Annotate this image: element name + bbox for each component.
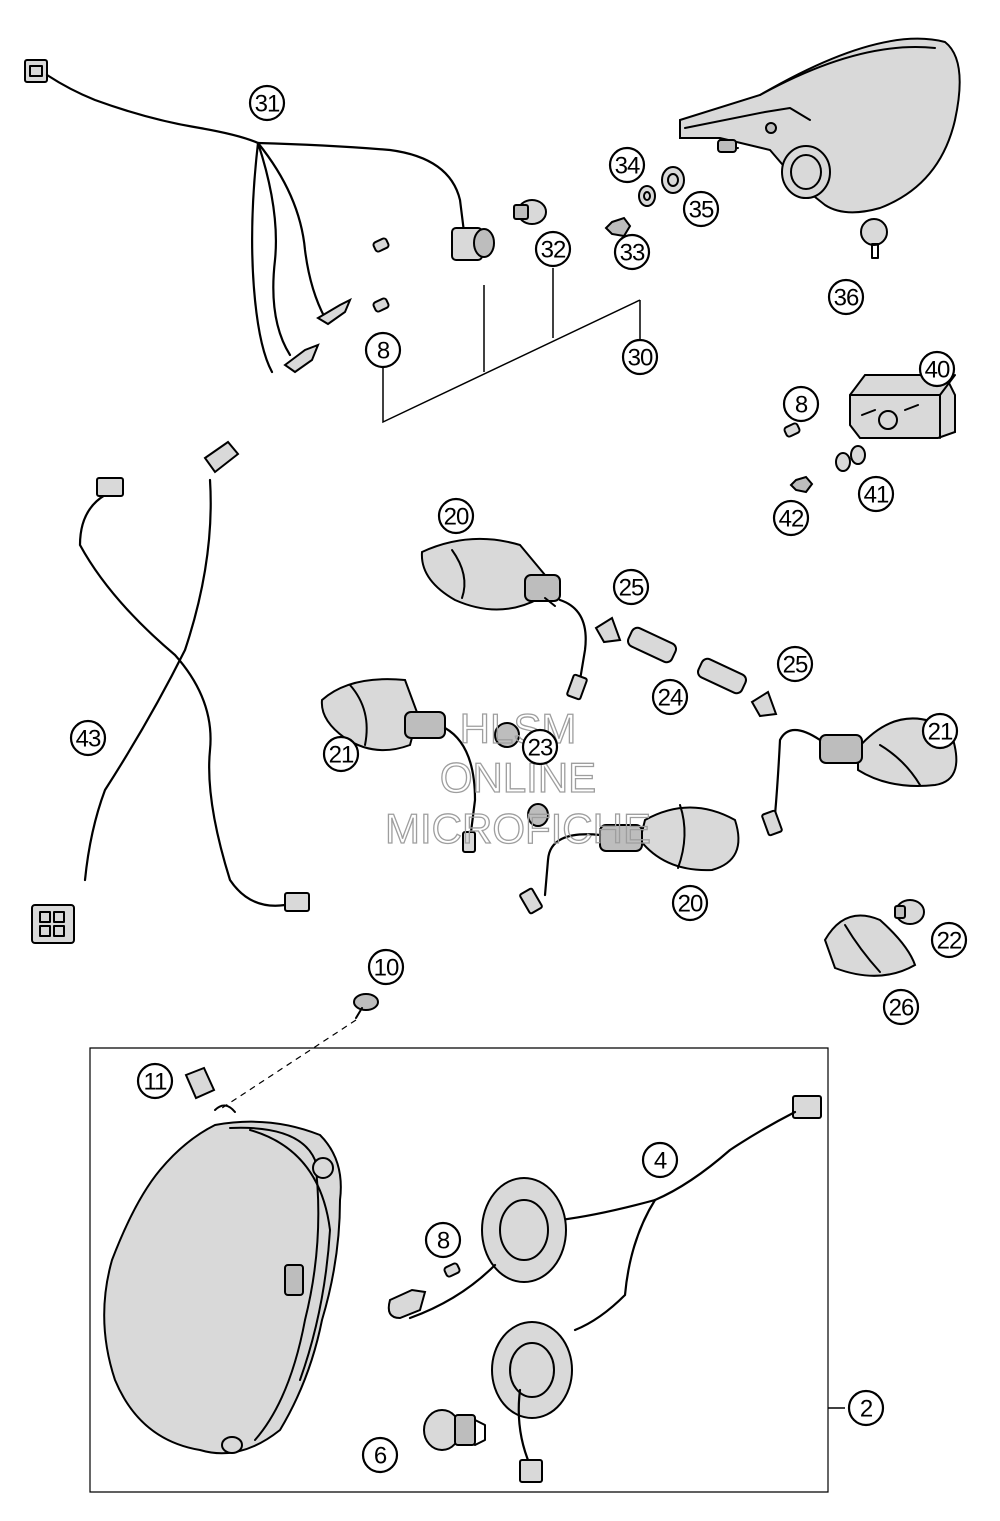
svg-text:24: 24	[658, 685, 683, 712]
license-plate-light	[849, 374, 956, 439]
callout-34: 34	[608, 146, 646, 184]
svg-text:8: 8	[795, 392, 808, 419]
callout-36: 36	[827, 278, 865, 316]
watermark-line2: ONLINE	[440, 754, 596, 801]
callout-26: 26	[882, 988, 920, 1026]
bulb-8-parking	[387, 1262, 461, 1320]
svg-text:23: 23	[528, 735, 553, 762]
callout-25-lower: 25	[776, 645, 814, 683]
small-bulbs-top	[283, 237, 390, 374]
clip-11	[184, 1066, 216, 1100]
turn-signal-20-lower	[519, 804, 740, 915]
group-30-leaders	[382, 268, 641, 424]
svg-text:30: 30	[628, 345, 653, 372]
spacer-24	[626, 626, 748, 695]
svg-text:33: 33	[620, 240, 645, 267]
callout-32: 32	[534, 230, 572, 268]
callout-2: 2	[847, 1389, 885, 1427]
callout-6: 6	[361, 1436, 399, 1474]
svg-text:20: 20	[678, 891, 703, 918]
svg-text:35: 35	[689, 197, 714, 224]
callout-10: 10	[367, 948, 405, 986]
callout-35: 35	[682, 190, 720, 228]
svg-text:20: 20	[444, 504, 469, 531]
plate-25	[594, 616, 778, 718]
headlight-bulb-6	[423, 1409, 486, 1451]
callout-25-upper: 25	[612, 568, 650, 606]
bulb-22	[894, 899, 925, 925]
nut-23	[494, 722, 549, 827]
callout-8-plate: 8	[782, 385, 820, 423]
callout-30: 30	[621, 338, 659, 376]
svg-text:41: 41	[864, 482, 889, 509]
callout-20-lower: 20	[671, 884, 709, 922]
bulb-8-plate	[783, 422, 801, 438]
svg-text:10: 10	[374, 955, 399, 982]
tail-light-housing	[679, 37, 961, 214]
watermark-line3: MICROFICHE	[385, 805, 651, 852]
svg-text:42: 42	[779, 506, 804, 533]
washer-34	[638, 185, 656, 207]
svg-text:6: 6	[374, 1443, 387, 1470]
callout-33: 33	[613, 233, 651, 271]
tail-light-wiring-harness	[24, 59, 495, 374]
turn-signal-harness-43	[31, 440, 310, 944]
svg-text:8: 8	[437, 1228, 450, 1255]
callout-41: 41	[857, 475, 895, 513]
callout-21-left: 21	[322, 735, 360, 773]
svg-text:8: 8	[377, 338, 390, 365]
turn-signal-21-left	[320, 678, 477, 853]
watermark: HLSM ONLINE MICROFICHE	[384, 704, 651, 852]
headlight-wiring-4	[408, 1095, 822, 1483]
callout-8-top: 8	[364, 331, 402, 369]
svg-text:26: 26	[889, 995, 914, 1022]
callout-21-right: 21	[921, 712, 959, 750]
washers-41	[835, 445, 866, 472]
callout-42: 42	[772, 499, 810, 537]
svg-text:31: 31	[255, 91, 280, 118]
turn-signal-20-upper	[420, 537, 588, 701]
svg-text:2: 2	[860, 1396, 873, 1423]
callout-31: 31	[248, 84, 286, 122]
tail-light-stud	[717, 139, 737, 153]
svg-text:34: 34	[615, 153, 640, 180]
svg-text:32: 32	[541, 237, 566, 264]
svg-text:4: 4	[654, 1148, 667, 1175]
callout-24: 24	[651, 678, 689, 716]
watermark-line1: HLSM	[460, 705, 577, 752]
callout-20-upper: 20	[437, 497, 475, 535]
callout-40: 40	[918, 350, 956, 388]
svg-text:43: 43	[76, 726, 101, 753]
callout-43: 43	[69, 719, 107, 757]
svg-text:25: 25	[783, 652, 808, 679]
headlight-group-frame	[89, 1047, 845, 1493]
svg-text:21: 21	[928, 719, 953, 746]
screw-10	[353, 993, 379, 1019]
callout-23: 23	[521, 728, 559, 766]
nut-42	[789, 475, 814, 494]
callout-8-head: 8	[424, 1221, 462, 1259]
brake-light-bulb	[513, 199, 547, 225]
svg-text:25: 25	[619, 575, 644, 602]
callout-11: 11	[136, 1062, 174, 1100]
lens-26	[823, 914, 917, 977]
screw-line	[221, 1019, 357, 1109]
grommet-35	[661, 166, 685, 194]
nut-33	[604, 216, 632, 238]
cap-36	[860, 218, 888, 259]
callout-22: 22	[930, 921, 968, 959]
svg-text:22: 22	[937, 928, 962, 955]
svg-text:40: 40	[925, 357, 950, 384]
svg-text:21: 21	[329, 742, 354, 769]
svg-text:36: 36	[834, 285, 859, 312]
headlight-housing	[103, 1104, 342, 1455]
callout-4: 4	[641, 1141, 679, 1179]
svg-text:11: 11	[144, 1069, 168, 1096]
